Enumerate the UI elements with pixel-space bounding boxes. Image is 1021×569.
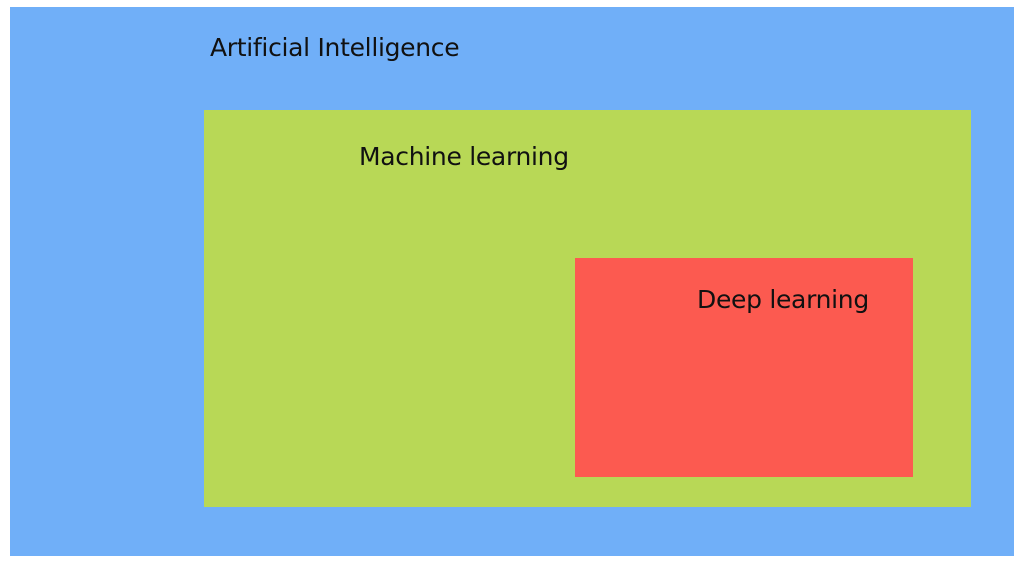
artificial-intelligence-label: Artificial Intelligence (210, 33, 460, 62)
deep-learning-label: Deep learning (697, 285, 869, 314)
machine-learning-label: Machine learning (359, 142, 569, 171)
deep-learning-region: Deep learning (575, 258, 913, 477)
